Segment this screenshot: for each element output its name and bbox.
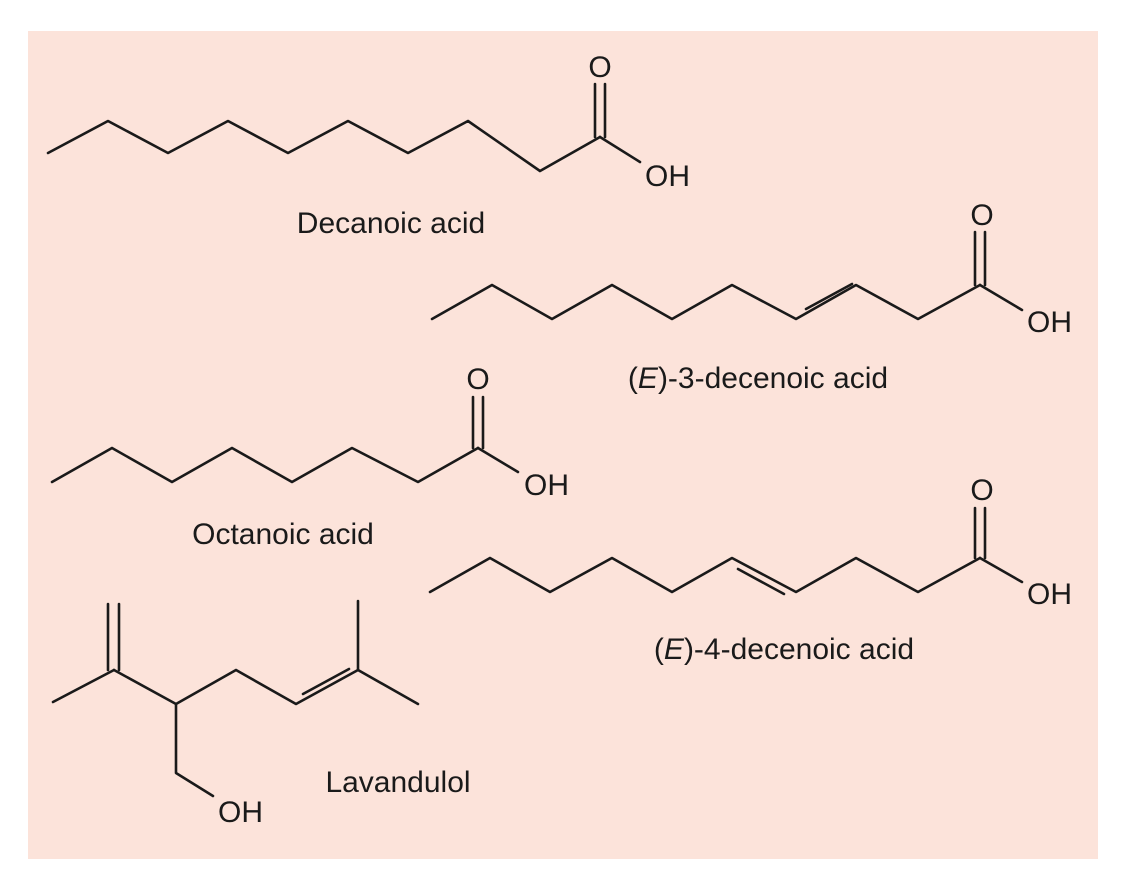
structure-e-3-decenoic-acid: O OH (E)-3-decenoic acid [430,199,1072,395]
e3-carbonyl-oxygen: O [970,199,993,232]
decanoic-carbonyl-oxygen: O [588,51,611,84]
e4-cc-double-bond-inner [736,567,786,596]
lavandulol-hydroxyl: OH [218,796,263,829]
lavandulol-label: Lavandulol [325,766,470,799]
decanoic-acid-label: Decanoic acid [297,207,485,240]
octanoic-c-oh-bond [476,446,520,474]
e3-cc-double-bond-inner [804,282,854,311]
e3-carbon-chain [430,283,982,321]
e-3-decenoic-acid-label: (E)-3-decenoic acid [628,362,888,395]
structure-octanoic-acid: O OH Octanoic acid [50,363,569,551]
octanoic-carbonyl-oxygen: O [466,363,489,396]
e-4-decenoic-acid-label: (E)-4-decenoic acid [654,633,914,666]
e3-c-oh-bond [978,283,1024,312]
e3-hydroxyl: OH [1027,306,1072,339]
structure-e-4-decenoic-acid: O OH (E)-4-decenoic acid [428,474,1072,666]
e4-carbon-chain [428,556,982,594]
structure-decanoic-acid: O OH Decanoic acid [46,51,690,240]
octanoic-carbon-chain [50,446,480,484]
structure-lavandulol: OH Lavandulol [51,599,471,829]
octanoic-hydroxyl: OH [524,469,569,502]
e4-hydroxyl: OH [1027,578,1072,611]
octanoic-acid-label: Octanoic acid [192,518,374,551]
decanoic-c-oh-bond [598,135,642,164]
e4-c-oh-bond [978,556,1024,584]
lavandulol-methyl-left [51,668,116,704]
decanoic-carbon-chain [46,119,602,173]
lavandulol-main-chain [112,668,420,706]
e4-carbonyl-oxygen: O [970,474,993,507]
decanoic-hydroxyl: OH [645,160,690,193]
figure-panel [28,31,1098,859]
lavandulol-ch2oh-branch [174,702,215,798]
lavandulol-cc-double-bond-inner [301,667,351,696]
